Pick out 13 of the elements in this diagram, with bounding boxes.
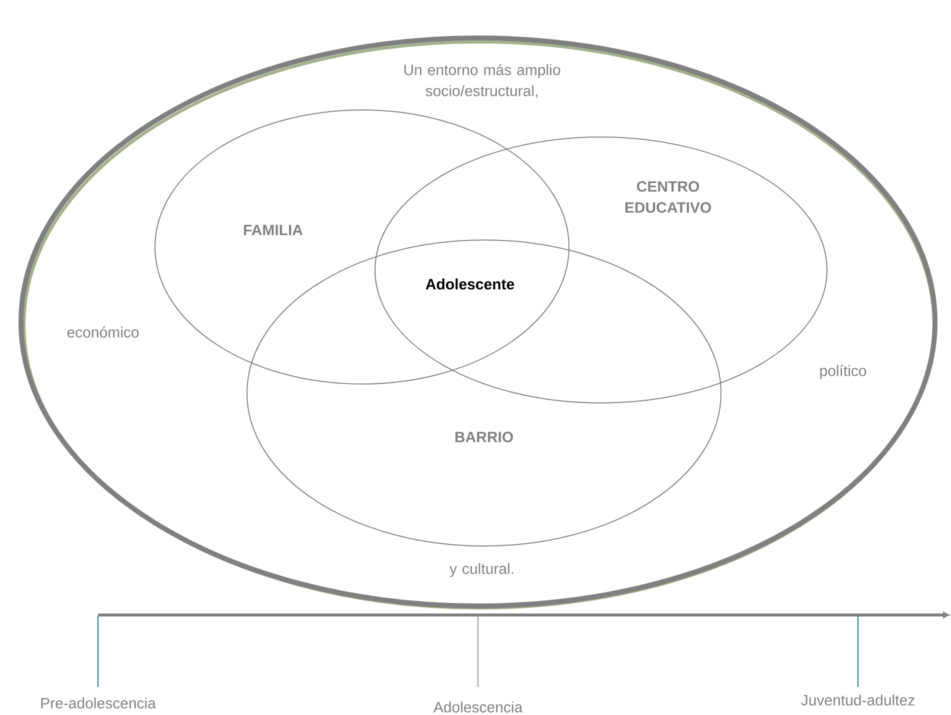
ellipse [154, 110, 570, 384]
ellipse-label: económico [67, 326, 139, 338]
ellipse-label: Un entorno más amplio socio/estructural, [404, 64, 560, 98]
ellipse-label: político [820, 364, 866, 380]
ellipse-label: FAMILIA [244, 224, 303, 236]
stage-label: Pre-adolescencia [41, 697, 156, 708]
center-label: Adolescente [426, 278, 514, 290]
ellipse [246, 240, 722, 546]
ellipse-label: BARRIO [455, 432, 513, 442]
stage-label: Adolescencia [433, 701, 523, 712]
ellipse-label: CENTRO EDUCATIVO [625, 181, 711, 213]
ellipse-label: y cultural. [450, 563, 514, 577]
stage-label: Juventud-adultez [801, 694, 914, 706]
